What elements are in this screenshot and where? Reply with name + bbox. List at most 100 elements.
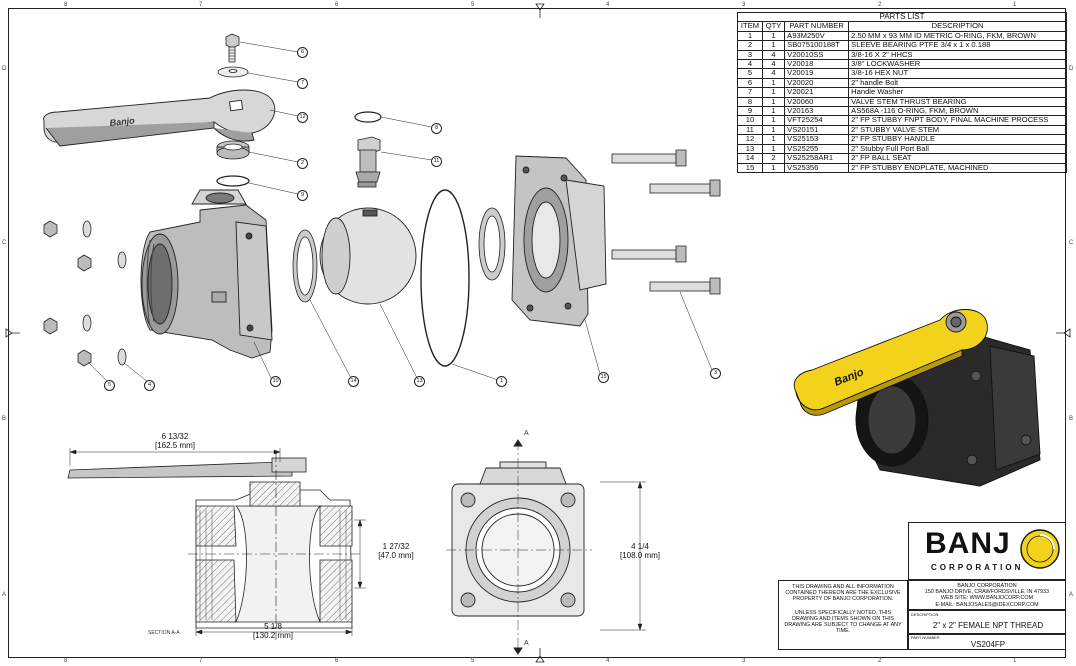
description-box: DESCRIPTION 2" x 2" FEMALE NPT THREAD [908,610,1066,634]
zone-bottom-4: 4 [606,658,610,664]
zone-right-c: C [1069,240,1074,246]
cell-part-number: VS25356 [784,162,850,173]
zone-top-5: 5 [471,2,475,8]
callout-3: 3 [710,368,721,379]
zone-bottom-1: 1 [1013,658,1017,664]
notice-property: THIS DRAWING AND ALL INFORMATION CONTAIN… [785,584,901,603]
zone-top-2: 2 [878,2,882,8]
end-view [446,439,592,655]
handle-exploded: Banjo [43,89,276,147]
zone-left-a: A [2,592,7,598]
zone-bottom-3: 3 [742,658,746,664]
company-email: E-MAIL: BANJOSALES@IDEXCORP.COM [935,601,1039,608]
dim-port-dia-in: 1 27/32 [382,542,410,551]
stem-oring [216,175,250,187]
cell-description: 3/8-16 HEX NUT [848,68,1067,79]
cell-quantity: 1 [761,134,786,145]
zone-top-4: 4 [606,2,610,8]
callout-14: 14 [348,376,359,387]
cell-part-number: V20021 [784,87,850,98]
dim-port-dia-mm: [47.0 mm] [378,551,414,560]
zone-top-8: 8 [64,2,68,8]
thrust-bearing [354,111,382,123]
zone-left-b: B [2,416,7,422]
cell-quantity: 1 [761,115,786,126]
zone-bottom-8: 8 [64,658,68,664]
banjo-logo [1020,529,1060,569]
parts-list-title: PARTS LIST [737,11,1067,23]
leader-lines [87,41,713,383]
cell-part-number: V20019 [784,68,850,79]
hhcs-bolts [611,149,721,295]
zone-bottom-7: 7 [199,658,203,664]
cell-item-number: 15 [737,162,763,173]
zone-bottom-6: 6 [335,658,339,664]
part-number-value: VS204FP [970,640,1006,649]
cell-part-number: VS25153 [784,134,850,145]
callout-6: 6 [297,47,308,58]
ball-seat-right [478,207,506,281]
dimension-lines [69,448,646,636]
dim-port-dia: 1 27/32 [47.0 mm] [368,542,424,560]
valve-body [140,189,273,359]
body-oring [420,189,470,367]
callout-4: 4 [144,380,155,391]
zone-right-a: A [1069,592,1074,598]
cell-description: 2" FP BALL SEAT [848,153,1067,164]
logo-box: BANJ CORPORATION [908,522,1066,580]
callout-5: 5 [104,380,115,391]
hex-nuts-left [43,220,92,367]
callout-8: 8 [431,123,442,134]
col-description: DESCRIPTION [848,21,1067,32]
cell-quantity: 1 [761,162,786,173]
zone-bottom-5: 5 [471,658,475,664]
dim-body-length-mm: [130.2 mm] [252,631,293,640]
cell-part-number: SB075100188T [784,40,850,51]
cell-part-number: VFT25254 [784,115,850,126]
cell-item-number: 5 [737,68,763,79]
handle-bolt [225,33,240,63]
cell-part-number: V20010SS [784,49,850,61]
cell-quantity: 1 [761,87,786,98]
dim-handle-length: 6 13/32 [162.5 mm] [140,432,210,450]
company-address: 150 BANJO DRIVE, CRAWFORDSVILLE, IN 4793… [924,589,1050,596]
description-value: 2" x 2" FEMALE NPT THREAD [932,621,1044,630]
description-label: DESCRIPTION [911,612,939,617]
svg-text:Banjo: Banjo [109,115,135,128]
notice-box: THIS DRAWING AND ALL INFORMATION CONTAIN… [778,580,908,650]
part-number-box: PART NUMBER VS204FP [908,634,1066,650]
cell-item-number: 12 [737,134,763,145]
cell-part-number: VS25258AR1 [784,153,850,164]
isometric-view: Banjo [793,309,1041,487]
zone-top-7: 7 [199,2,203,8]
cell-description: SLEEVE BEARING PTFE 3/4 x 1 x 0.188 [848,40,1067,51]
callout-7: 7 [297,78,308,89]
parts-list-table: PARTS LIST ITEM QTY PART NUMBER DESCRIPT… [737,11,1067,173]
col-part-number: PART NUMBER [784,21,850,32]
cell-description: 2" FP STUBBY FNPT BODY, FINAL MACHINE PR… [848,115,1067,126]
cell-description: Handle Washer [848,87,1067,98]
zone-left-c: C [2,240,7,246]
col-qty: QTY [761,21,786,32]
dim-flange-height-in: 4 1/4 [631,542,649,551]
zone-right-b: B [1069,416,1074,422]
cell-quantity: 4 [761,68,786,79]
sleeve-bearing [216,140,250,160]
dim-handle-length-mm: [162.5 mm] [154,441,195,450]
callout-13: 13 [414,376,425,387]
zone-right-d: D [1069,66,1074,72]
zone-top-1: 1 [1013,2,1017,8]
cell-item-number: 2 [737,40,763,51]
callout-2: 2 [297,158,308,169]
cell-item-number: 7 [737,87,763,98]
callout-1: 1 [496,376,507,387]
valve-stem [355,136,381,188]
